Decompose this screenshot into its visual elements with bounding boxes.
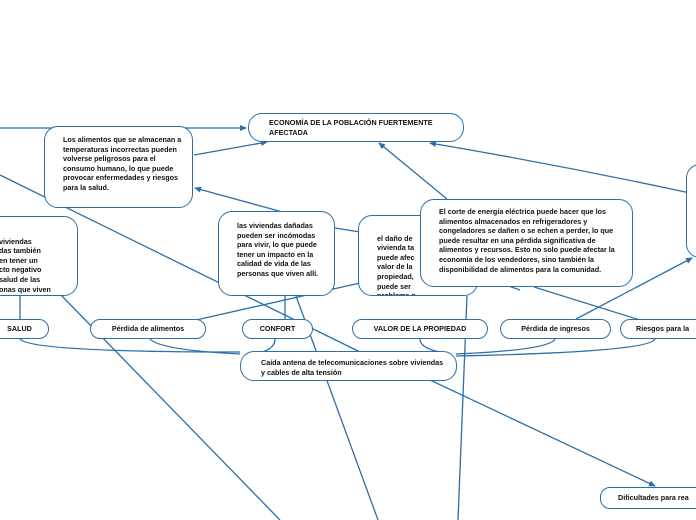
alimentos-temperatura-text: Los alimentos que se almacenan a tempera… [63,135,182,192]
riesgos-node[interactable]: Riesgos para la [620,319,696,339]
valor-propiedad-text: VALOR DE LA PROPIEDAD [373,324,467,334]
root-text: Caída antena de telecomunicaciones sobre… [261,358,444,377]
perdida-ingresos-node[interactable]: Pérdida de ingresos [500,319,611,339]
riesgos-text: Riesgos para la [636,324,690,334]
viviendas-salud-node[interactable]: viviendas das también en tener un cto ne… [0,216,78,296]
edge-alimentos-to-economia [193,140,268,156]
edge-right-to-economia [429,141,691,194]
confort-text: CONFORT [259,324,296,334]
salud-node[interactable]: SALUD [0,319,49,339]
economia-text: ECONOMÍA DE LA POBLACIÓN FUERTEMENTE AFE… [269,118,433,137]
viviendas-confort-node[interactable]: las viviendas dañadas pueden ser incómod… [218,211,335,296]
alimentos-temperatura-node[interactable]: Los alimentos que se almacenan a tempera… [44,126,193,208]
perdida-alimentos-text: Pérdida de alimentos [111,324,185,334]
valor-propiedad-node[interactable]: VALOR DE LA PROPIEDAD [352,319,488,339]
root-node[interactable]: Caída antena de telecomunicaciones sobre… [240,351,457,381]
dificultades-node[interactable]: Dificultades para rea [600,487,696,509]
corte-energia-node[interactable]: El corte de energía eléctrica puede hace… [420,199,633,287]
viviendas-salud-text: viviendas das también en tener un cto ne… [0,236,51,294]
perdida-alimentos-node[interactable]: Pérdida de alimentos [90,319,206,339]
salud-text: SALUD [7,324,32,334]
viviendas-confort-text: las viviendas dañadas pueden ser incómod… [237,221,319,278]
right-partial-node[interactable] [686,164,696,258]
dificultades-text: Dificultades para rea [618,493,689,503]
corte-energia-text: El corte de energía eléctrica puede hace… [439,207,615,274]
edge-root-to-dificultades [429,379,656,487]
edge-corte-to-economia [378,142,448,200]
economia-node[interactable]: ECONOMÍA DE LA POBLACIÓN FUERTEMENTE AFE… [248,113,464,142]
dano-vivienda-text: el daño de vivienda ta puede afec valor … [377,233,416,296]
confort-node[interactable]: CONFORT [242,319,313,339]
perdida-ingresos-text: Pérdida de ingresos [521,324,590,334]
